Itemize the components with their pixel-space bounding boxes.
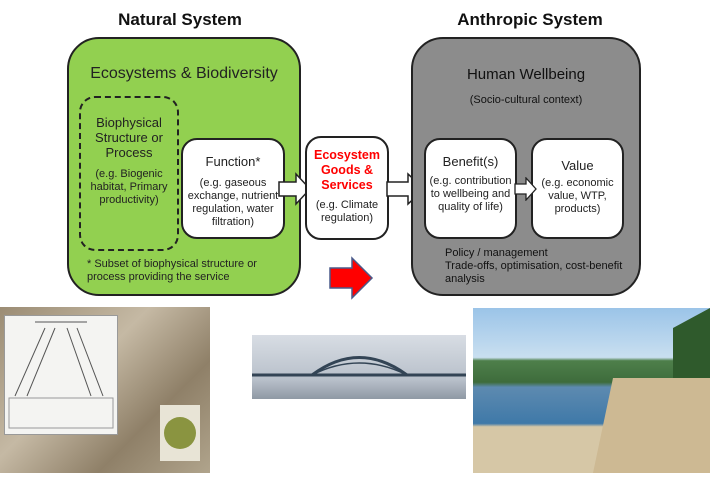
ecosystem-services-box: Ecosystem Goods & Services (e.g. Climate… <box>305 136 389 240</box>
arrow-benefit-to-value-icon <box>514 177 537 201</box>
benefit-title: Benefit(s) <box>442 154 499 169</box>
value-title: Value <box>561 158 594 173</box>
services-example: (e.g. Climate regulation) <box>315 199 379 224</box>
arrow-function-to-services-icon <box>278 172 312 206</box>
function-example: (e.g. gaseous exchange, nutrient regulat… <box>187 177 279 228</box>
value-box: Value (e.g. economic value, WTP, product… <box>531 138 624 239</box>
benefit-box: Benefit(s) (e.g. contribution to wellbei… <box>424 138 517 239</box>
red-arrow-icon <box>329 256 374 300</box>
function-title: Function* <box>205 154 261 169</box>
seabed-photo <box>0 307 210 473</box>
function-footnote: * Subset of biophysical structure or pro… <box>87 258 257 283</box>
tradeoffs-label: Trade-offs, optimisation, cost-benefit a… <box>445 260 623 285</box>
biophysical-example: (e.g. Biogenic habitat, Primary producti… <box>90 168 168 206</box>
harbour-bridge-photo <box>252 335 466 399</box>
wellbeing-subtitle: (Socio-cultural context) <box>469 94 583 106</box>
beach-photo <box>473 308 710 473</box>
benefit-example: (e.g. contribution to wellbeing and qual… <box>429 175 512 213</box>
specimen-photo <box>160 405 200 461</box>
biophysical-title: Biophysical Structure or Process <box>95 115 163 160</box>
value-example: (e.g. economic value, WTP, products) <box>541 177 614 215</box>
biophysical-box: Biophysical Structure or Process (e.g. B… <box>79 96 179 251</box>
human-wellbeing-box: Human Wellbeing (Socio-cultural context)… <box>411 37 641 296</box>
policy-label: Policy / management <box>445 247 548 259</box>
natural-system-heading: Natural System <box>118 10 242 29</box>
wellbeing-title: Human Wellbeing <box>466 66 586 83</box>
figure-inset <box>4 315 118 435</box>
anthropic-system-heading: Anthropic System <box>457 10 603 29</box>
services-title: Ecosystem Goods & Services <box>313 148 380 192</box>
ecosystems-title: Ecosystems & Biodiversity <box>90 65 278 82</box>
ecosystems-box: Ecosystems & Biodiversity Biophysical St… <box>67 37 301 296</box>
function-box: Function* (e.g. gaseous exchange, nutrie… <box>181 138 285 239</box>
